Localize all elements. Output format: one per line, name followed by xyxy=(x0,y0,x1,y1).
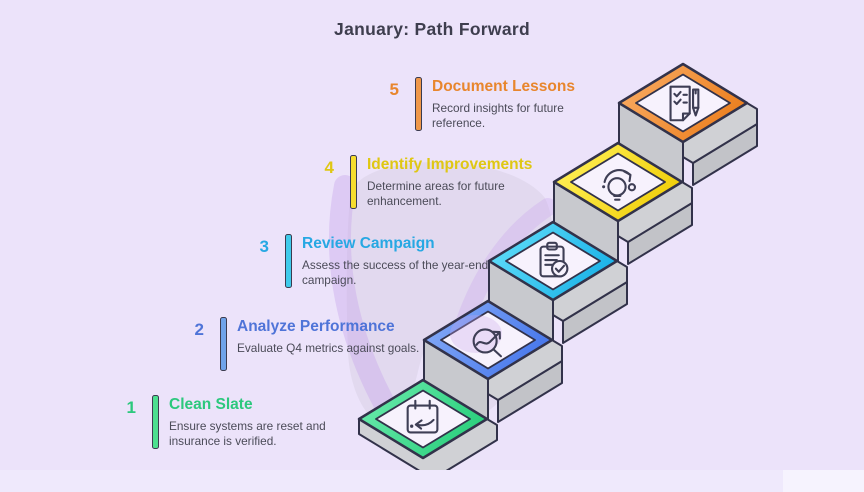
step-number: 2 xyxy=(194,320,204,339)
step-description: Assess the success of the year-end campa… xyxy=(302,258,489,287)
step-accent-bar xyxy=(285,234,292,288)
step-description: Record insights for future reference. xyxy=(432,101,564,130)
step-title: Clean Slate xyxy=(169,396,253,413)
bottom-right-edge-strip xyxy=(783,470,864,492)
step-title: Review Campaign xyxy=(302,235,435,252)
page-title: January: Path Forward xyxy=(334,19,530,39)
step-title: Analyze Performance xyxy=(237,318,395,335)
step-number: 3 xyxy=(259,237,269,256)
step-title: Document Lessons xyxy=(432,78,575,95)
step-accent-bar xyxy=(415,77,422,131)
step-title: Identify Improvements xyxy=(367,156,533,173)
step-description: Ensure systems are reset and insurance i… xyxy=(169,419,326,448)
step-accent-bar xyxy=(350,155,357,209)
bottom-edge-strip xyxy=(0,470,864,492)
step-accent-bar xyxy=(152,395,159,449)
step-accent-bar xyxy=(220,317,227,371)
step-description: Evaluate Q4 metrics against goals. xyxy=(237,341,420,355)
step-number: 1 xyxy=(126,398,136,417)
step-number: 4 xyxy=(324,158,334,177)
step-description: Determine areas for future enhancement. xyxy=(367,179,505,208)
step-block-1 xyxy=(357,378,498,480)
step-number: 5 xyxy=(389,80,399,99)
